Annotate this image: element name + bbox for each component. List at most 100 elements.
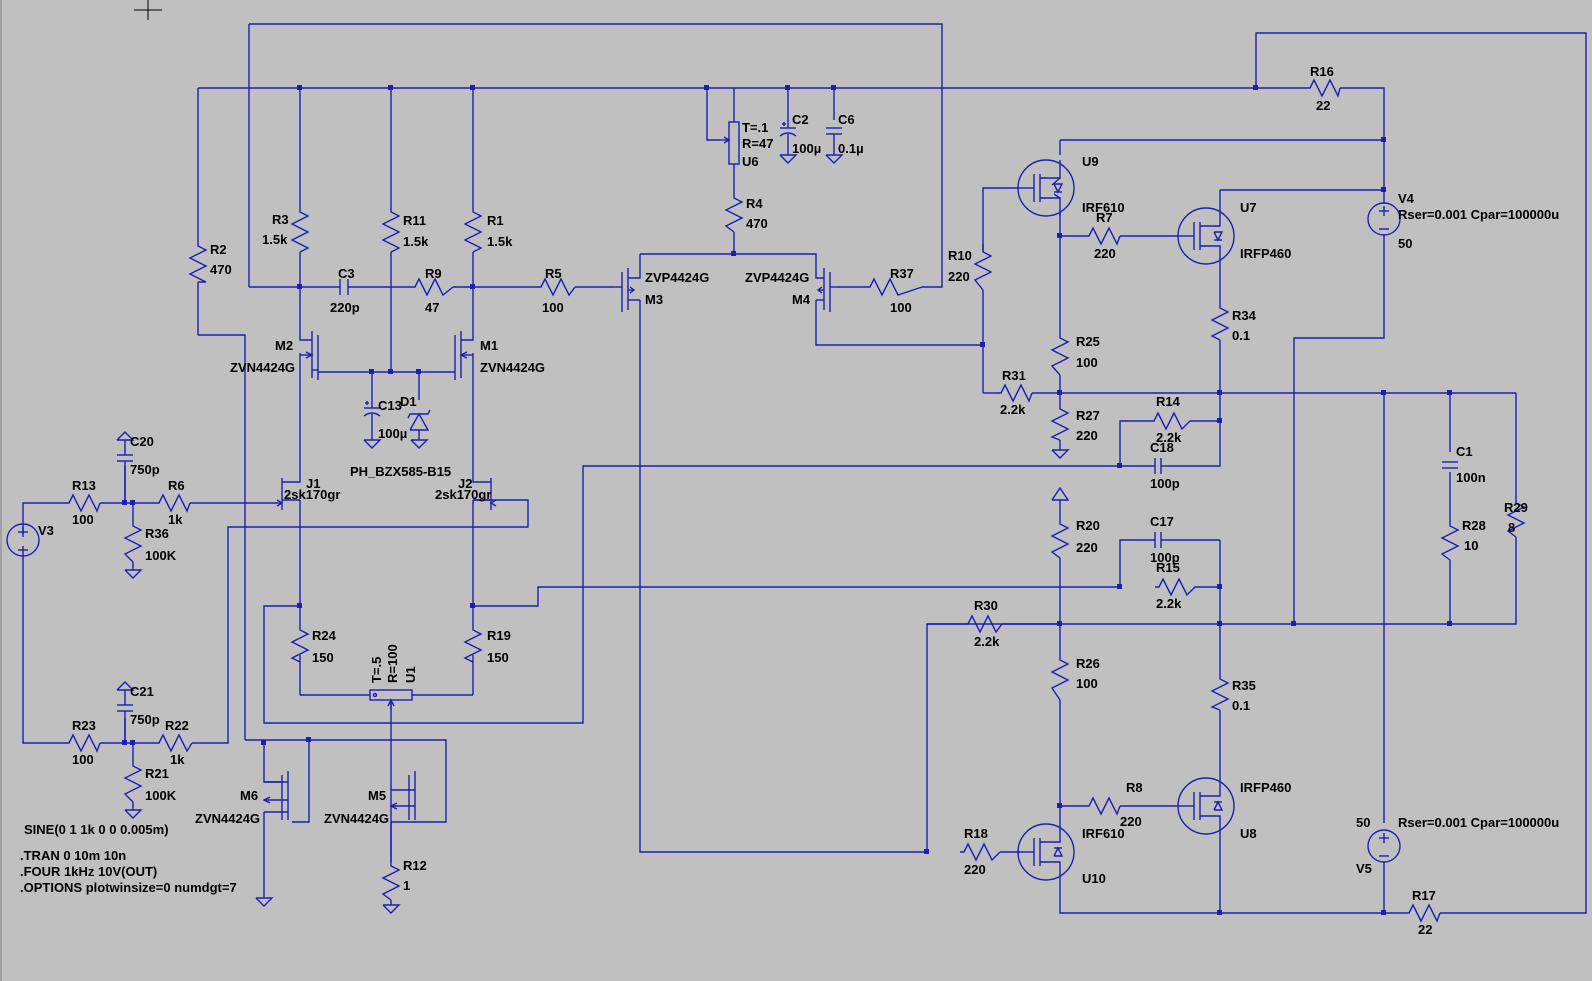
- label-M5: M5: [368, 788, 386, 803]
- resistor-R24: [290, 606, 310, 663]
- label-R16: R16: [1310, 64, 1334, 79]
- label-C20: C20: [130, 434, 154, 449]
- label-R25-value: 100: [1076, 355, 1098, 370]
- label-V5-params: Rser=0.001 Cpar=100000u: [1398, 815, 1559, 830]
- label-R20: R20: [1076, 518, 1100, 533]
- resistor-R22: [155, 733, 193, 753]
- source-V3: [6, 523, 40, 557]
- label-U8: U8: [1240, 826, 1257, 841]
- label-C17-value: 100p: [1150, 550, 1180, 565]
- label-R36-value: 100K: [145, 548, 177, 563]
- resistor-R29: [1506, 497, 1526, 538]
- label-R16-value: 22: [1316, 98, 1330, 113]
- label-R34: R34: [1232, 308, 1257, 323]
- label-C6: C6: [838, 112, 855, 127]
- resistor-R36: [123, 522, 143, 563]
- label-R9: R9: [425, 266, 442, 281]
- label-V4-params: Rser=0.001 Cpar=100000u: [1398, 207, 1559, 222]
- mosfet-U8: [1177, 777, 1235, 836]
- label-R37-value: 100: [890, 300, 912, 315]
- label-U9-model: IRF610: [1082, 200, 1125, 215]
- resistor-R27: [1050, 405, 1070, 441]
- label-R17-value: 22: [1418, 922, 1432, 937]
- label-R22: R22: [165, 718, 189, 733]
- label-U1: U1: [403, 666, 418, 683]
- label-R4-value: 470: [746, 216, 768, 231]
- label-U7: U7: [1240, 200, 1257, 215]
- label-R21-value: 100K: [145, 788, 177, 803]
- resistor-R31: [997, 383, 1033, 403]
- label-M2-model: ZVN4424G: [230, 360, 295, 375]
- label-R31-value: 2.2k: [1000, 402, 1026, 417]
- resistor-R35: [1210, 675, 1230, 711]
- label-R11: R11: [403, 213, 426, 228]
- directive-options: .OPTIONS plotwinsize=0 numdgt=7: [20, 880, 237, 895]
- label-R19: R19: [487, 628, 511, 643]
- label-R7: R7: [1096, 210, 1113, 225]
- label-V3: V3: [38, 523, 54, 538]
- resistor-R25: [1050, 330, 1070, 376]
- power-mosfets: [1017, 159, 1235, 882]
- label-R8: R8: [1126, 780, 1143, 795]
- label-C2: C2: [792, 112, 809, 127]
- resistor-R30: [958, 614, 1060, 634]
- capacitors: [117, 120, 1458, 743]
- source-V5: [1367, 829, 1401, 863]
- resistor-R9: [411, 277, 454, 297]
- label-C13-value: 100µ: [378, 426, 407, 441]
- mosfet-M3: [614, 268, 641, 312]
- supply-flags: [116, 431, 1070, 691]
- jfet-J1: [276, 470, 301, 510]
- label-J2: J2: [458, 476, 472, 491]
- spice-directives: SINE(0 1 1k 0 0 0.005m) .TRAN 0 10m 10n …: [20, 822, 237, 895]
- label-R23-value: 100: [72, 752, 94, 767]
- label-R5: R5: [545, 266, 562, 281]
- label-R36: R36: [145, 526, 169, 541]
- label-R19-value: 150: [487, 650, 509, 665]
- resistor-R17: [1405, 903, 1441, 923]
- label-R29-value: 8: [1508, 520, 1515, 535]
- label-U10-model: IRF610: [1082, 826, 1125, 841]
- resistor-R37: [862, 277, 923, 297]
- resistor-R19: [463, 606, 483, 663]
- label-M4: M4: [792, 292, 811, 307]
- label-M3-model: ZVP4424G: [645, 270, 709, 285]
- mosfet-M2: [299, 325, 319, 380]
- resistor-R14: [1150, 411, 1191, 431]
- label-R14-value: 2.2k: [1156, 430, 1182, 445]
- resistor-R10: [973, 244, 993, 291]
- label-R25: R25: [1076, 334, 1100, 349]
- label-V4-value: 50: [1398, 236, 1412, 251]
- capacitor-C18: [1154, 458, 1168, 474]
- label-C6-value: 0.1µ: [838, 141, 864, 156]
- capacitor-C21: [117, 690, 133, 743]
- label-J1-model: 2sk170gr: [284, 487, 340, 502]
- label-R30: R30: [974, 598, 998, 613]
- label-U6: U6: [742, 154, 759, 169]
- small-transistors: [262, 268, 838, 823]
- label-R35-value: 0.1: [1232, 698, 1250, 713]
- label-R37: R37: [890, 266, 914, 281]
- label-C18-value: 100p: [1150, 476, 1180, 491]
- resistor-R16: [1306, 78, 1341, 99]
- zener-D1: [407, 409, 431, 431]
- ground-symbols: [124, 154, 1070, 914]
- label-M2: M2: [275, 338, 293, 353]
- wires: [22, 23, 1587, 914]
- resistor-R18: [960, 842, 1001, 862]
- label-R20-value: 220: [1076, 540, 1098, 555]
- label-C3-value: 220p: [330, 300, 360, 315]
- label-R6-value: 1k: [168, 512, 183, 527]
- capacitor-C1: [1442, 461, 1458, 469]
- label-R35: R35: [1232, 678, 1256, 693]
- label-R5-value: 100: [542, 300, 564, 315]
- resistor-R3: [290, 204, 310, 253]
- mosfet-M1: [454, 325, 474, 380]
- label-C18: C18: [1150, 440, 1174, 455]
- label-R8-value: 220: [1120, 814, 1142, 829]
- label-R9-value: 47: [425, 300, 439, 315]
- source-V4: [1367, 190, 1401, 236]
- label-R18-value: 220: [964, 862, 986, 877]
- capacitor-C6: [826, 127, 842, 150]
